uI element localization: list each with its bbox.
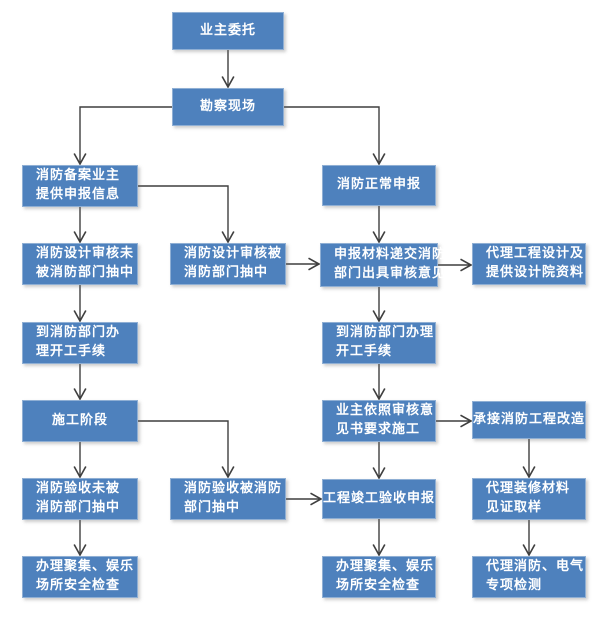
node-yanshouwei: 消防验收未被消防部门抽中	[22, 478, 138, 520]
node-label-line: 消防验收被消防	[184, 481, 283, 497]
connector-kancha-to-beian	[73, 106, 172, 166]
node-kaigong1: 到消防部门办理开工手续	[22, 322, 138, 364]
node-label-line: 提供申报信息	[36, 187, 121, 202]
node-label-line: 消防验收未被	[36, 481, 121, 497]
node-label-line: 办理聚集、娱乐	[336, 559, 435, 575]
node-label-line: 见书要求施工	[336, 422, 421, 437]
node-quyang: 代理装修材料见证取样	[472, 478, 586, 520]
node-label-line: 承接消防工程改造	[473, 411, 586, 427]
node-label-line: 场所安全检查	[36, 578, 121, 593]
node-label-line: 见证取样	[486, 500, 543, 515]
node-shenbao: 申报材料递交消防部门出具审核意见	[320, 243, 445, 287]
node-beian: 消防备案业主提供申报信息	[22, 165, 138, 207]
node-label-line: 消防部门抽中	[184, 265, 269, 280]
connector-beian-to-shejibei	[138, 185, 235, 244]
node-label-line: 消防设计审核未	[36, 246, 135, 262]
node-label-line: 消防部门抽中	[36, 500, 121, 515]
node-shejibei: 消防设计审核被消防部门抽中	[170, 243, 286, 285]
node-yezhu: 业主委托	[172, 12, 284, 50]
node-kaigong2: 到消防部门办理开工手续	[322, 322, 436, 364]
node-label-line: 到消防部门办理	[336, 325, 435, 341]
node-label-line: 勘察现场	[199, 98, 256, 114]
node-label-line: 代理消防、电气	[486, 559, 585, 575]
node-label-line: 施工阶段	[51, 412, 108, 428]
node-zhengchang: 消防正常申报	[322, 165, 436, 206]
node-anjian2: 办理聚集、娱乐场所安全检查	[322, 556, 436, 598]
node-shigong: 施工阶段	[22, 400, 138, 442]
node-label-line: 专项检测	[486, 578, 543, 593]
node-chengjie: 承接消防工程改造	[472, 401, 586, 439]
node-jiance: 代理消防、电气专项检测	[472, 556, 586, 598]
node-shejiwei: 消防设计审核未被消防部门抽中	[22, 243, 138, 285]
node-label-line: 部门抽中	[184, 500, 241, 515]
node-label-line: 开工手续	[336, 344, 393, 359]
node-label-line: 被消防部门抽中	[36, 265, 135, 280]
node-label-line: 消防备案业主	[36, 168, 121, 184]
node-label-line: 代理工程设计及	[486, 246, 585, 262]
node-jungong: 工程竣工验收申报	[322, 479, 436, 519]
node-label-line: 到消防部门办	[36, 325, 121, 341]
node-kancha: 勘察现场	[172, 88, 284, 126]
connector-shigong-to-yanshoubei	[138, 420, 235, 479]
node-yanshoubei: 消防验收被消防部门抽中	[170, 478, 286, 520]
node-label-line: 代理装修材料	[486, 481, 571, 497]
node-label-line: 提供设计院资料	[486, 265, 585, 280]
node-label-line: 消防正常申报	[336, 177, 421, 193]
connector-kancha-to-zhengchang	[284, 106, 386, 166]
node-label-line: 部门出具审核意见	[334, 266, 447, 281]
node-label-line: 理开工手续	[36, 344, 107, 359]
node-label-line: 场所安全检查	[336, 578, 421, 593]
node-label-line: 业主依照审核意	[336, 403, 435, 419]
node-label-line: 申报材料递交消防	[334, 247, 447, 263]
node-dailisheji: 代理工程设计及提供设计院资料	[472, 243, 586, 285]
node-anjian1: 办理聚集、娱乐场所安全检查	[22, 556, 138, 598]
node-label-line: 业主委托	[199, 22, 256, 38]
node-label-line: 工程竣工验收申报	[323, 490, 436, 506]
node-yizhao: 业主依照审核意见书要求施工	[322, 400, 436, 442]
node-label-line: 办理聚集、娱乐	[36, 559, 135, 575]
node-label-line: 消防设计审核被	[184, 246, 283, 262]
